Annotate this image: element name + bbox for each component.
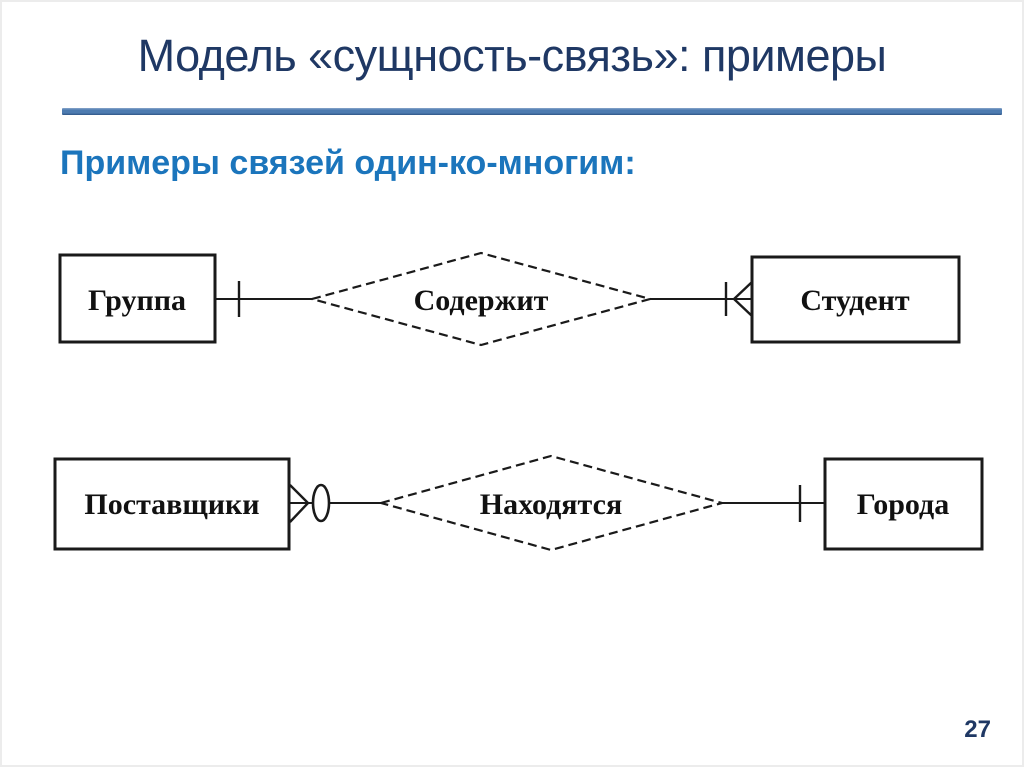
crows-foot-prong xyxy=(289,484,309,504)
optionality-oval xyxy=(311,483,331,523)
entity-box xyxy=(53,457,291,551)
er-diagram-one-to-many-1: Группа Содержит Студент xyxy=(58,251,961,347)
slide-title: Модель «сущность-связь»: примеры xyxy=(137,30,887,81)
entity-label: Студент xyxy=(800,284,909,317)
crows-foot-prong xyxy=(733,281,753,300)
entity-box xyxy=(750,255,961,344)
crows-foot-prong xyxy=(289,502,309,523)
title-divider xyxy=(62,108,1002,115)
subtitle: Примеры связей один-ко-многим: xyxy=(60,144,636,182)
relationship-diamond xyxy=(307,251,655,347)
page-number: 27 xyxy=(964,716,991,743)
entity-label: Города xyxy=(857,488,949,521)
relationship-label: Находятся xyxy=(480,488,622,521)
relationship-label: Содержит xyxy=(414,284,549,317)
entity-box xyxy=(823,457,984,551)
er-diagram-one-to-many-2: Поставщики Находятся Города xyxy=(53,454,984,552)
entity-label: Поставщики xyxy=(84,488,259,521)
relationship-diamond xyxy=(376,454,727,552)
crows-foot-prong xyxy=(733,298,753,317)
entity-box xyxy=(58,253,217,344)
entity-label: Группа xyxy=(88,284,186,317)
